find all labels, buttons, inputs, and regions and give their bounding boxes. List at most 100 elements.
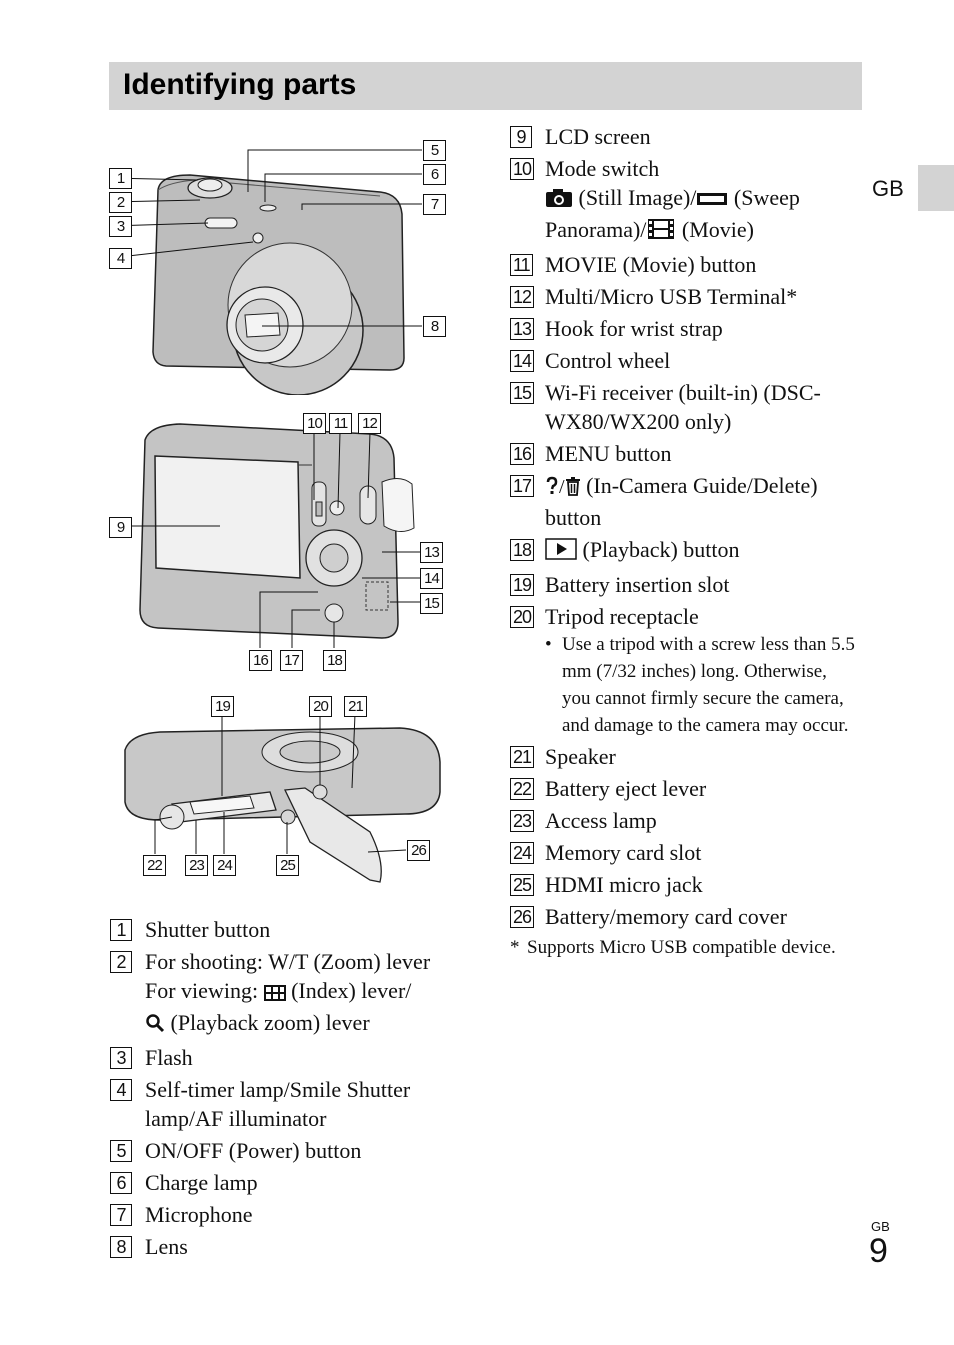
- item-label: Lens: [145, 1234, 188, 1259]
- camera-back-illustration: [130, 423, 422, 648]
- note-text: Use a tripod with a screw less than 5.5 …: [562, 634, 855, 736]
- item-number: 2: [110, 951, 132, 973]
- item-number: 18: [510, 539, 535, 561]
- item-label: (In-Camera Guide/Delete) button: [545, 473, 818, 530]
- tripod-note: • Use a tripod with a screw less than 5.…: [545, 631, 860, 739]
- item-number: 6: [110, 1172, 132, 1194]
- item-number: 1: [110, 919, 132, 941]
- callout-22: 22: [143, 855, 166, 876]
- callout-14: 14: [420, 568, 443, 589]
- item-label: Battery insertion slot: [545, 572, 730, 597]
- still-image-label: (Still Image)/: [573, 185, 697, 210]
- callout-6: 6: [423, 164, 446, 185]
- item-number: 10: [510, 158, 535, 180]
- right-parts-list: 9 LCD screen 10 Mode switch (Still Image…: [510, 122, 860, 962]
- item-label: Tripod receptacle: [545, 604, 699, 629]
- callout-11: 11: [329, 413, 352, 434]
- callout-24: 24: [213, 855, 236, 876]
- callout-1: 1: [109, 168, 132, 189]
- playback-icon: [545, 538, 577, 567]
- list-item: 3 Flash: [110, 1043, 470, 1072]
- item-number: 17: [510, 475, 535, 497]
- list-item: 2 For shooting: W/T (Zoom) lever For vie…: [110, 947, 470, 1040]
- item-number: 23: [510, 810, 535, 832]
- callout-4: 4: [109, 248, 132, 269]
- item-number: 21: [510, 746, 535, 768]
- item-number: 22: [510, 778, 535, 800]
- list-item: 19 Battery insertion slot: [510, 570, 860, 599]
- callout-26: 26: [407, 840, 430, 861]
- item-label: MENU button: [545, 441, 672, 466]
- camera-back-figure: 9 10 11 12 13 14 15 16 17 18: [100, 410, 460, 678]
- item-label: Battery eject lever: [545, 776, 707, 801]
- list-item: 26 Battery/memory card cover: [510, 902, 860, 931]
- movie-film-icon: [646, 218, 676, 247]
- title-bar: Identifying parts: [109, 62, 862, 110]
- item-label: Multi/Micro USB Terminal*: [545, 284, 798, 309]
- list-item: 11 MOVIE (Movie) button: [510, 250, 860, 279]
- item-number: 15: [510, 382, 535, 404]
- callout-15: 15: [420, 593, 443, 614]
- left-parts-list: 1 Shutter button 2 For shooting: W/T (Zo…: [110, 915, 470, 1264]
- list-item: 16 MENU button: [510, 439, 860, 468]
- camera-front-figure: 1 2 3 4 5 6 7 8: [100, 130, 460, 396]
- footnote-text: Supports Micro USB compatible device.: [527, 937, 836, 958]
- list-item: 20 Tripod receptacle • Use a tripod with…: [510, 602, 860, 739]
- item-label: Shutter button: [145, 917, 271, 942]
- item-number: 7: [110, 1204, 132, 1226]
- callout-19: 19: [211, 696, 234, 717]
- page-title: Identifying parts: [123, 68, 357, 101]
- item-number: 11: [510, 254, 533, 276]
- item-number: 12: [510, 286, 535, 308]
- callout-20: 20: [309, 696, 332, 717]
- zoom-magnifier-icon: [145, 1011, 165, 1040]
- callout-8: 8: [423, 316, 446, 337]
- callout-18: 18: [323, 650, 346, 671]
- callout-17: 17: [280, 650, 303, 671]
- callout-12: 12: [358, 413, 381, 434]
- side-tab: [918, 165, 954, 211]
- item-label: Speaker: [545, 744, 616, 769]
- trash-delete-icon: [565, 474, 581, 503]
- callout-5: 5: [423, 140, 446, 161]
- callout-9: 9: [109, 517, 132, 538]
- callout-13: 13: [420, 542, 443, 563]
- callout-23: 23: [185, 855, 208, 876]
- item-number: 9: [510, 126, 532, 148]
- still-camera-icon: [545, 186, 573, 215]
- callout-21: 21: [344, 696, 367, 717]
- item-number: 16: [510, 443, 535, 465]
- bullet-point: •: [545, 634, 552, 655]
- item-number: 3: [110, 1047, 132, 1069]
- list-item: 24 Memory card slot: [510, 838, 860, 867]
- item-number: 14: [510, 350, 535, 372]
- list-item: 10 Mode switch (Still Image)/ (Sweep Pan…: [510, 154, 860, 247]
- item-number: 5: [110, 1140, 132, 1162]
- item-number: 24: [510, 842, 535, 864]
- callout-16: 16: [249, 650, 272, 671]
- item-label: LCD screen: [545, 124, 651, 149]
- item-label: Flash: [145, 1045, 193, 1070]
- item-label: Wi-Fi receiver (built-in) (DSC-WX80/WX20…: [545, 380, 821, 434]
- item-label: Charge lamp: [145, 1170, 258, 1195]
- item-label: Mode switch: [545, 156, 660, 181]
- callout-25: 25: [276, 855, 299, 876]
- item-label: Hook for wrist strap: [545, 316, 723, 341]
- item-label: Microphone: [145, 1202, 253, 1227]
- callout-10: 10: [303, 413, 326, 434]
- list-item: 9 LCD screen: [510, 122, 860, 151]
- list-item: 4 Self-timer lamp/Smile Shutter lamp/AF …: [110, 1075, 470, 1133]
- help-question-icon: [545, 474, 559, 503]
- list-item: 22 Battery eject lever: [510, 774, 860, 803]
- list-item: 18 (Playback) button: [510, 535, 860, 567]
- item-label: (Playback) button: [577, 537, 740, 562]
- list-item: 1 Shutter button: [110, 915, 470, 944]
- item-label: For shooting: W/T (Zoom) lever: [145, 949, 431, 974]
- item-number: 8: [110, 1236, 132, 1258]
- item-label: Access lamp: [545, 808, 657, 833]
- item-number: 20: [510, 606, 535, 628]
- camera-front-illustration: [109, 149, 422, 396]
- list-item: 15 Wi-Fi receiver (built-in) (DSC-WX80/W…: [510, 378, 860, 436]
- footnote-asterisk: *: [510, 937, 520, 958]
- list-item: 7 Microphone: [110, 1200, 470, 1229]
